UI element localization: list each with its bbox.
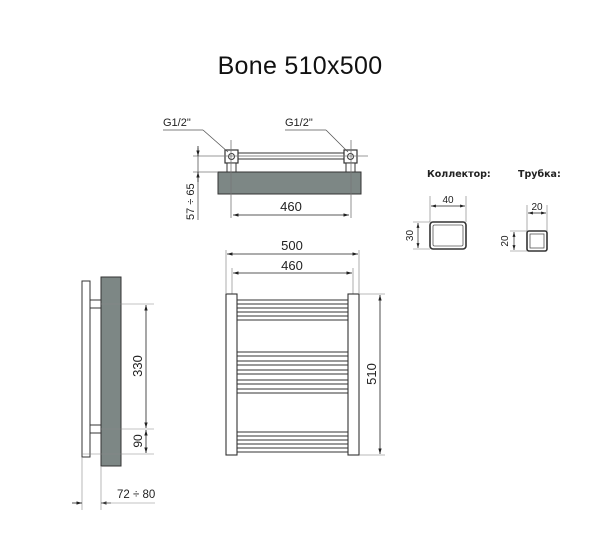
front-view: 500 460 510 <box>225 238 385 456</box>
bar-group-bottom <box>236 431 349 453</box>
top-axis-width-label: 460 <box>280 199 302 214</box>
lower-mount <box>89 424 102 434</box>
tube-profile <box>526 230 548 252</box>
tube-label: Трубка: <box>518 169 561 180</box>
top-view: G1/2" G1/2" 57 ÷ 65 460 <box>163 117 368 220</box>
connection-label-right: G1/2" <box>285 117 313 129</box>
wall-distance-label: 57 ÷ 65 <box>185 183 197 220</box>
wall-block <box>217 171 362 195</box>
tube-width-label: 20 <box>531 202 543 213</box>
collector-width-label: 40 <box>442 195 454 206</box>
wall-depth-label: 72 ÷ 80 <box>117 489 155 501</box>
right-collector <box>347 293 360 456</box>
bottom-offset-label: 90 <box>131 434 145 448</box>
bar-group-middle <box>236 351 349 394</box>
side-view: 330 90 72 ÷ 80 <box>72 276 155 510</box>
upper-mount <box>89 299 102 309</box>
collector-profile <box>429 221 467 250</box>
radiator-side <box>81 280 91 458</box>
profile-sections: Коллектор: Трубка: 40 30 20 20 <box>405 169 561 252</box>
mount-spacing-label: 330 <box>130 355 145 377</box>
tube-height-label: 20 <box>500 235 511 247</box>
left-collector-section <box>224 149 239 164</box>
collector-label: Коллектор: <box>427 169 491 180</box>
collector-height-label: 30 <box>405 230 416 242</box>
bar-group-top <box>236 299 349 321</box>
wall-section <box>100 276 122 467</box>
drawing-title: Bone 510x500 <box>217 52 383 80</box>
overall-width-label: 500 <box>281 238 303 253</box>
right-collector-section <box>343 149 358 164</box>
left-collector <box>225 293 238 456</box>
connection-label-left: G1/2" <box>163 117 191 129</box>
height-label: 510 <box>364 363 379 385</box>
front-axis-width-label: 460 <box>281 258 303 273</box>
